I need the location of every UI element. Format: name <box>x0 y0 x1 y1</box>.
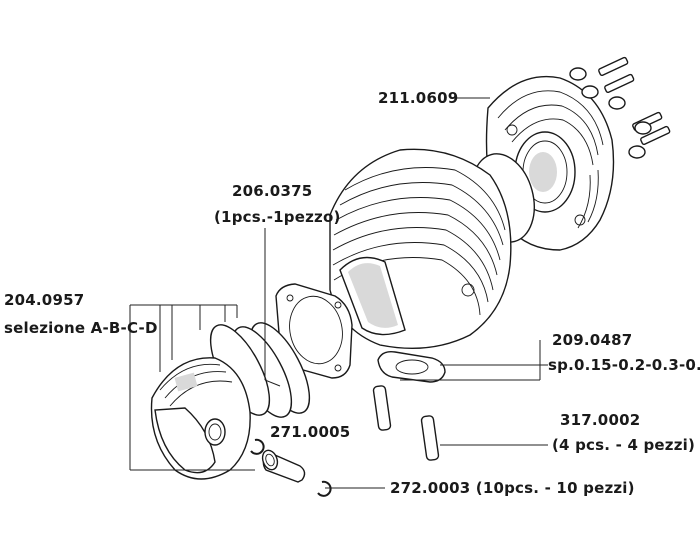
label-pin-code: 271.0005 <box>270 423 350 441</box>
leader-lines <box>129 97 548 489</box>
label-piston-selection: selezione A-B-C-D <box>4 319 158 337</box>
part-labels: 211.0609 206.0375 (1pcs.-1pezzo) 204.095… <box>4 89 700 497</box>
circlips <box>250 438 332 497</box>
label-gasket-code: 206.0375 <box>232 182 312 200</box>
label-piston-code: 204.0957 <box>4 291 84 309</box>
label-clip-code: 272.0003 (10pcs. - 10 pezzi) <box>390 479 635 497</box>
wrist-pin <box>261 449 306 483</box>
piston <box>150 357 251 480</box>
label-base-gasket-sizes: sp.0.15-0.2-0.3-0.5 <box>548 356 700 374</box>
dowel-pins <box>372 385 440 461</box>
label-head-code: 211.0609 <box>378 89 458 107</box>
head-bolts <box>569 56 671 159</box>
exhaust-gasket <box>377 350 446 383</box>
label-base-gasket-code: 209.0487 <box>552 331 632 349</box>
label-gasket-qty: (1pcs.-1pezzo) <box>214 208 341 226</box>
cylinder-barrel <box>329 148 512 349</box>
label-dowel-code: 317.0002 <box>560 411 640 429</box>
label-dowel-qty: (4 pcs. - 4 pezzi) <box>552 436 695 454</box>
